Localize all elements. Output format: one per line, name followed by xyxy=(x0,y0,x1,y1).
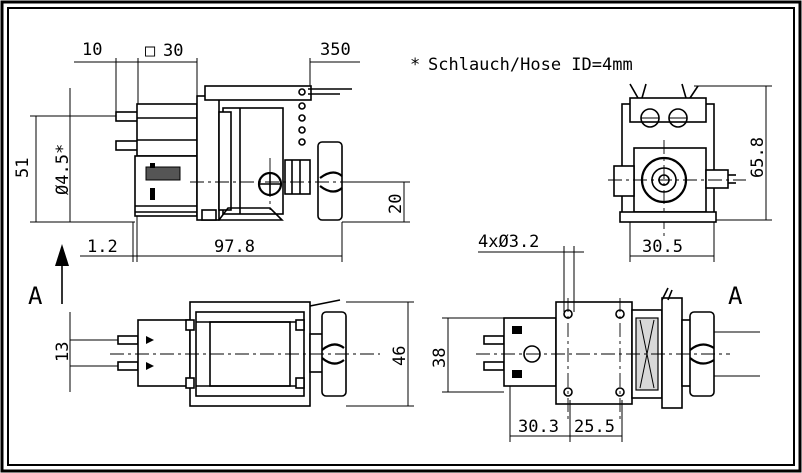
dim-end-height: 65.8 xyxy=(748,137,768,178)
dim-top-width: 46 xyxy=(390,346,410,366)
dim-total-height: 51 xyxy=(13,158,33,178)
dim-shaft-height: 20 xyxy=(386,194,406,214)
inner-border xyxy=(7,7,795,466)
dim-square-symbol: □ xyxy=(145,41,156,61)
dim-square: 30 xyxy=(163,41,183,61)
dim-view-a-height: 38 xyxy=(430,348,450,368)
dim-holes: 4xØ3.2 xyxy=(478,232,539,252)
top-view: 13 46 xyxy=(53,299,414,407)
end-view: 65.8 30.5 xyxy=(608,83,772,262)
view-label-right: A xyxy=(728,282,743,310)
dim-view-a-width1: 30.3 xyxy=(518,417,559,437)
dim-base-offset: 1.2 xyxy=(87,237,118,257)
view-a-right: A xyxy=(728,282,743,310)
hose-note: * Schlauch/Hose ID=4mm xyxy=(410,55,633,75)
dim-cable-length: 350 xyxy=(320,40,351,60)
plate-holes xyxy=(298,88,306,146)
note-marker: * xyxy=(410,55,420,75)
dim-view-a-width2: 25.5 xyxy=(574,417,615,437)
dim-tube-diameter: Ø4.5* xyxy=(53,144,73,195)
view-a-left: A xyxy=(28,244,69,310)
note-text: Schlauch/Hose ID=4mm xyxy=(428,55,633,75)
view-a: 4xØ3.2 38 30.3 25.5 xyxy=(430,232,760,442)
dim-nozzle-spacing: 13 xyxy=(53,342,73,362)
view-label-left: A xyxy=(28,282,43,310)
side-view: 10 □ 30 350 51 Ø4.5* 1.2 97.8 20 xyxy=(13,40,410,262)
dim-tube-length: 10 xyxy=(82,40,102,60)
dim-length: 97.8 xyxy=(214,237,255,257)
dim-end-width: 30.5 xyxy=(642,237,683,257)
